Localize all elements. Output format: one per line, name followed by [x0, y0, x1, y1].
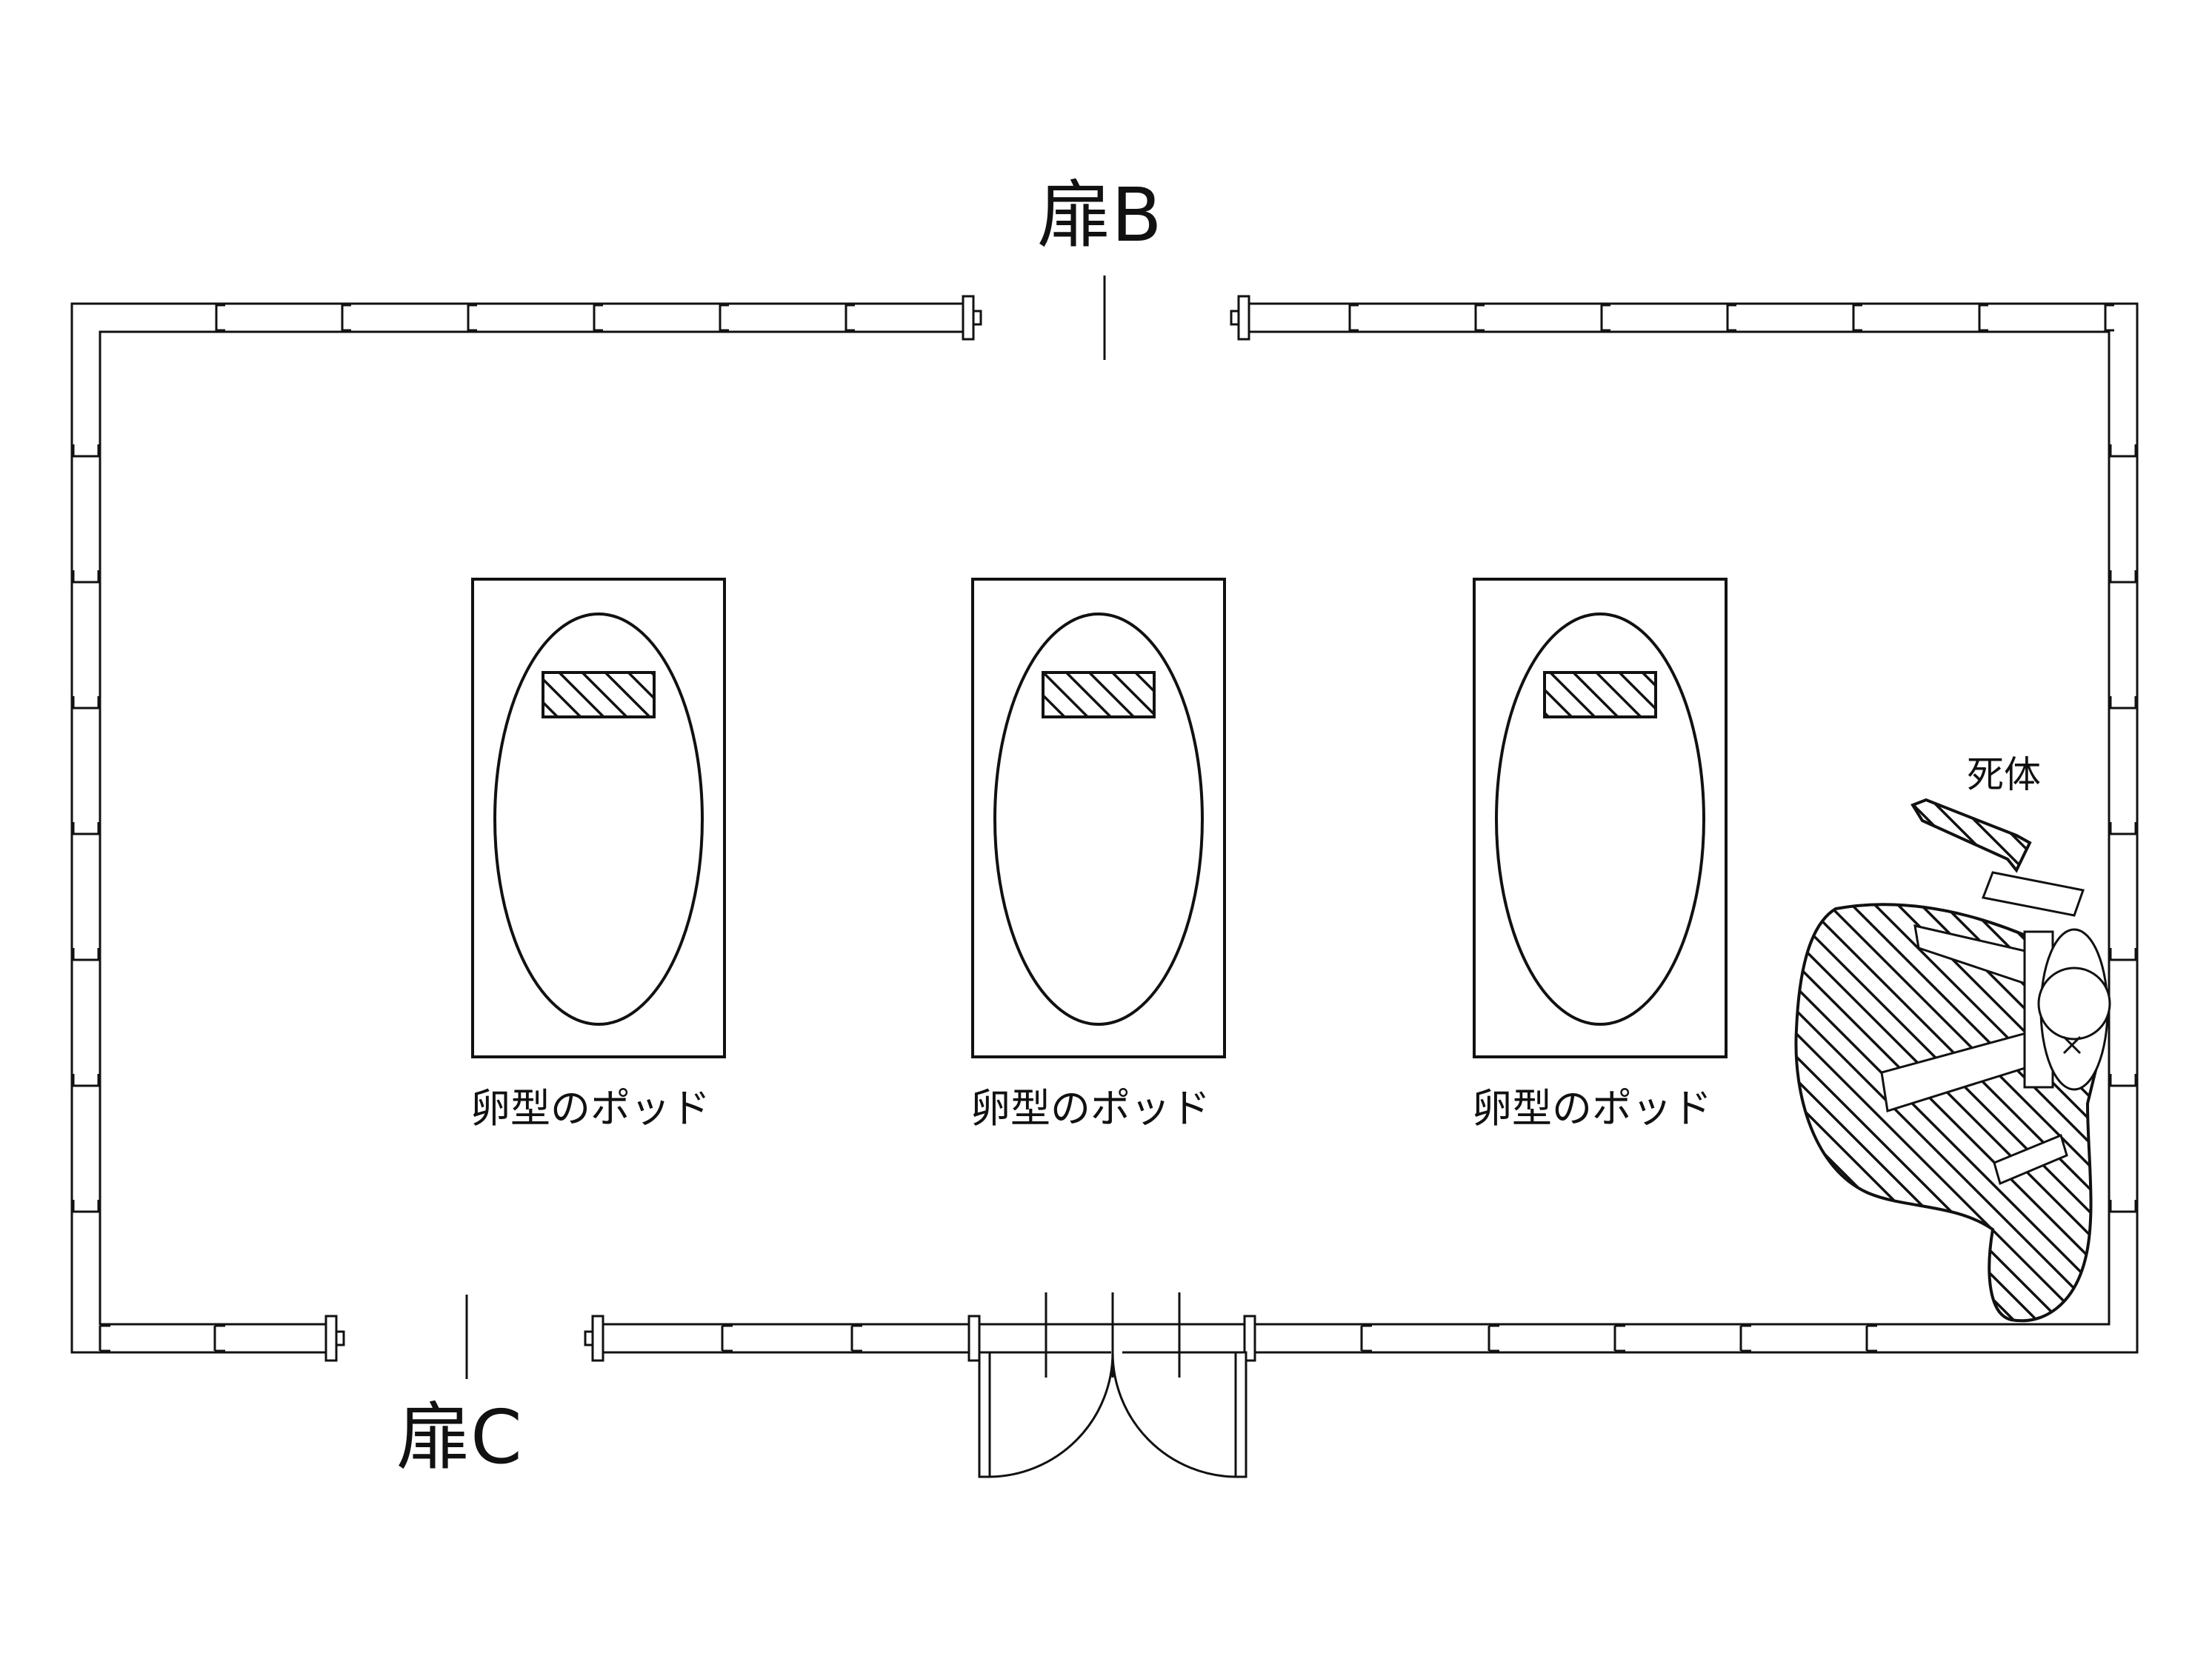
wall-clip: [1488, 1324, 1499, 1352]
corpse-forearm: [1981, 871, 2085, 917]
wall-clip: [2104, 304, 2114, 332]
egg-pod: 卵型のポッド: [1472, 578, 1728, 1132]
wall-clip: [1739, 1324, 1751, 1352]
wall-clip: [2109, 444, 2137, 458]
room-walls: [70, 302, 2139, 1354]
wall-clip: [719, 304, 729, 332]
wall-clip: [1348, 304, 1359, 332]
main-double-door: [967, 1292, 1256, 1478]
bottom-wall-middle: [324, 1323, 976, 1354]
wall-clip: [2109, 822, 2137, 835]
wall-clip: [467, 304, 477, 332]
wall-clip: [1852, 304, 1862, 332]
wall-clip: [845, 304, 855, 332]
wall-clip: [72, 444, 100, 458]
wall-clip: [1613, 1324, 1625, 1352]
wall-clip: [2109, 696, 2137, 710]
wall-clip: [72, 822, 100, 835]
pod-label: 卵型のポッド: [470, 1085, 710, 1132]
corpse-label: 死体: [1967, 753, 2041, 796]
wall-clip: [213, 1324, 225, 1352]
wall-clip: [2109, 1074, 2137, 1087]
corpse-hand-far: [1910, 798, 2032, 873]
wall-clip: [72, 1074, 100, 1087]
wall-clip: [72, 1200, 100, 1213]
wall-clip: [2109, 948, 2137, 961]
door-b-label: 扉B: [1037, 172, 1162, 258]
pods-group: 卵型のポッド 卵型のポッド 卵型のポッド: [470, 578, 1728, 1132]
corpse-head: [2037, 967, 2111, 1041]
wall-clip: [2109, 570, 2137, 584]
door-c-label: 扉C: [396, 1394, 522, 1481]
wall-clip: [341, 304, 351, 332]
corpse-figure: [1794, 798, 2111, 1323]
wall-clips: [72, 304, 2137, 1352]
wall-clip: [850, 1324, 862, 1352]
wall-clip: [1726, 304, 1736, 332]
pod-panel: [1543, 671, 1657, 718]
pod-label: 卵型のポッド: [970, 1085, 1210, 1132]
pod-panel: [1042, 671, 1156, 718]
egg-pod: 卵型のポッド: [470, 578, 726, 1132]
door-b-opening: [962, 276, 1250, 360]
wall-clip: [72, 948, 100, 961]
pod-panel: [542, 671, 656, 718]
wall-clip: [721, 1324, 733, 1352]
door-c-opening: [324, 1295, 604, 1379]
wall-clip: [99, 1324, 110, 1352]
wall-clip: [215, 304, 225, 332]
wall-clip: [1360, 1324, 1372, 1352]
wall-clip: [72, 696, 100, 710]
wall-clip: [593, 304, 603, 332]
wall-clip: [1865, 1324, 1877, 1352]
wall-clip: [2109, 1200, 2137, 1213]
pod-label: 卵型のポッド: [1472, 1085, 1712, 1132]
main-door-frame: [976, 1323, 1256, 1354]
corpse-arm: [1993, 1133, 2068, 1186]
wall-clip: [1978, 304, 1988, 332]
wall-clip: [1600, 304, 1610, 332]
wall-clip: [72, 570, 100, 584]
wall-clip: [1474, 304, 1485, 332]
egg-pod: 卵型のポッド: [970, 578, 1226, 1132]
